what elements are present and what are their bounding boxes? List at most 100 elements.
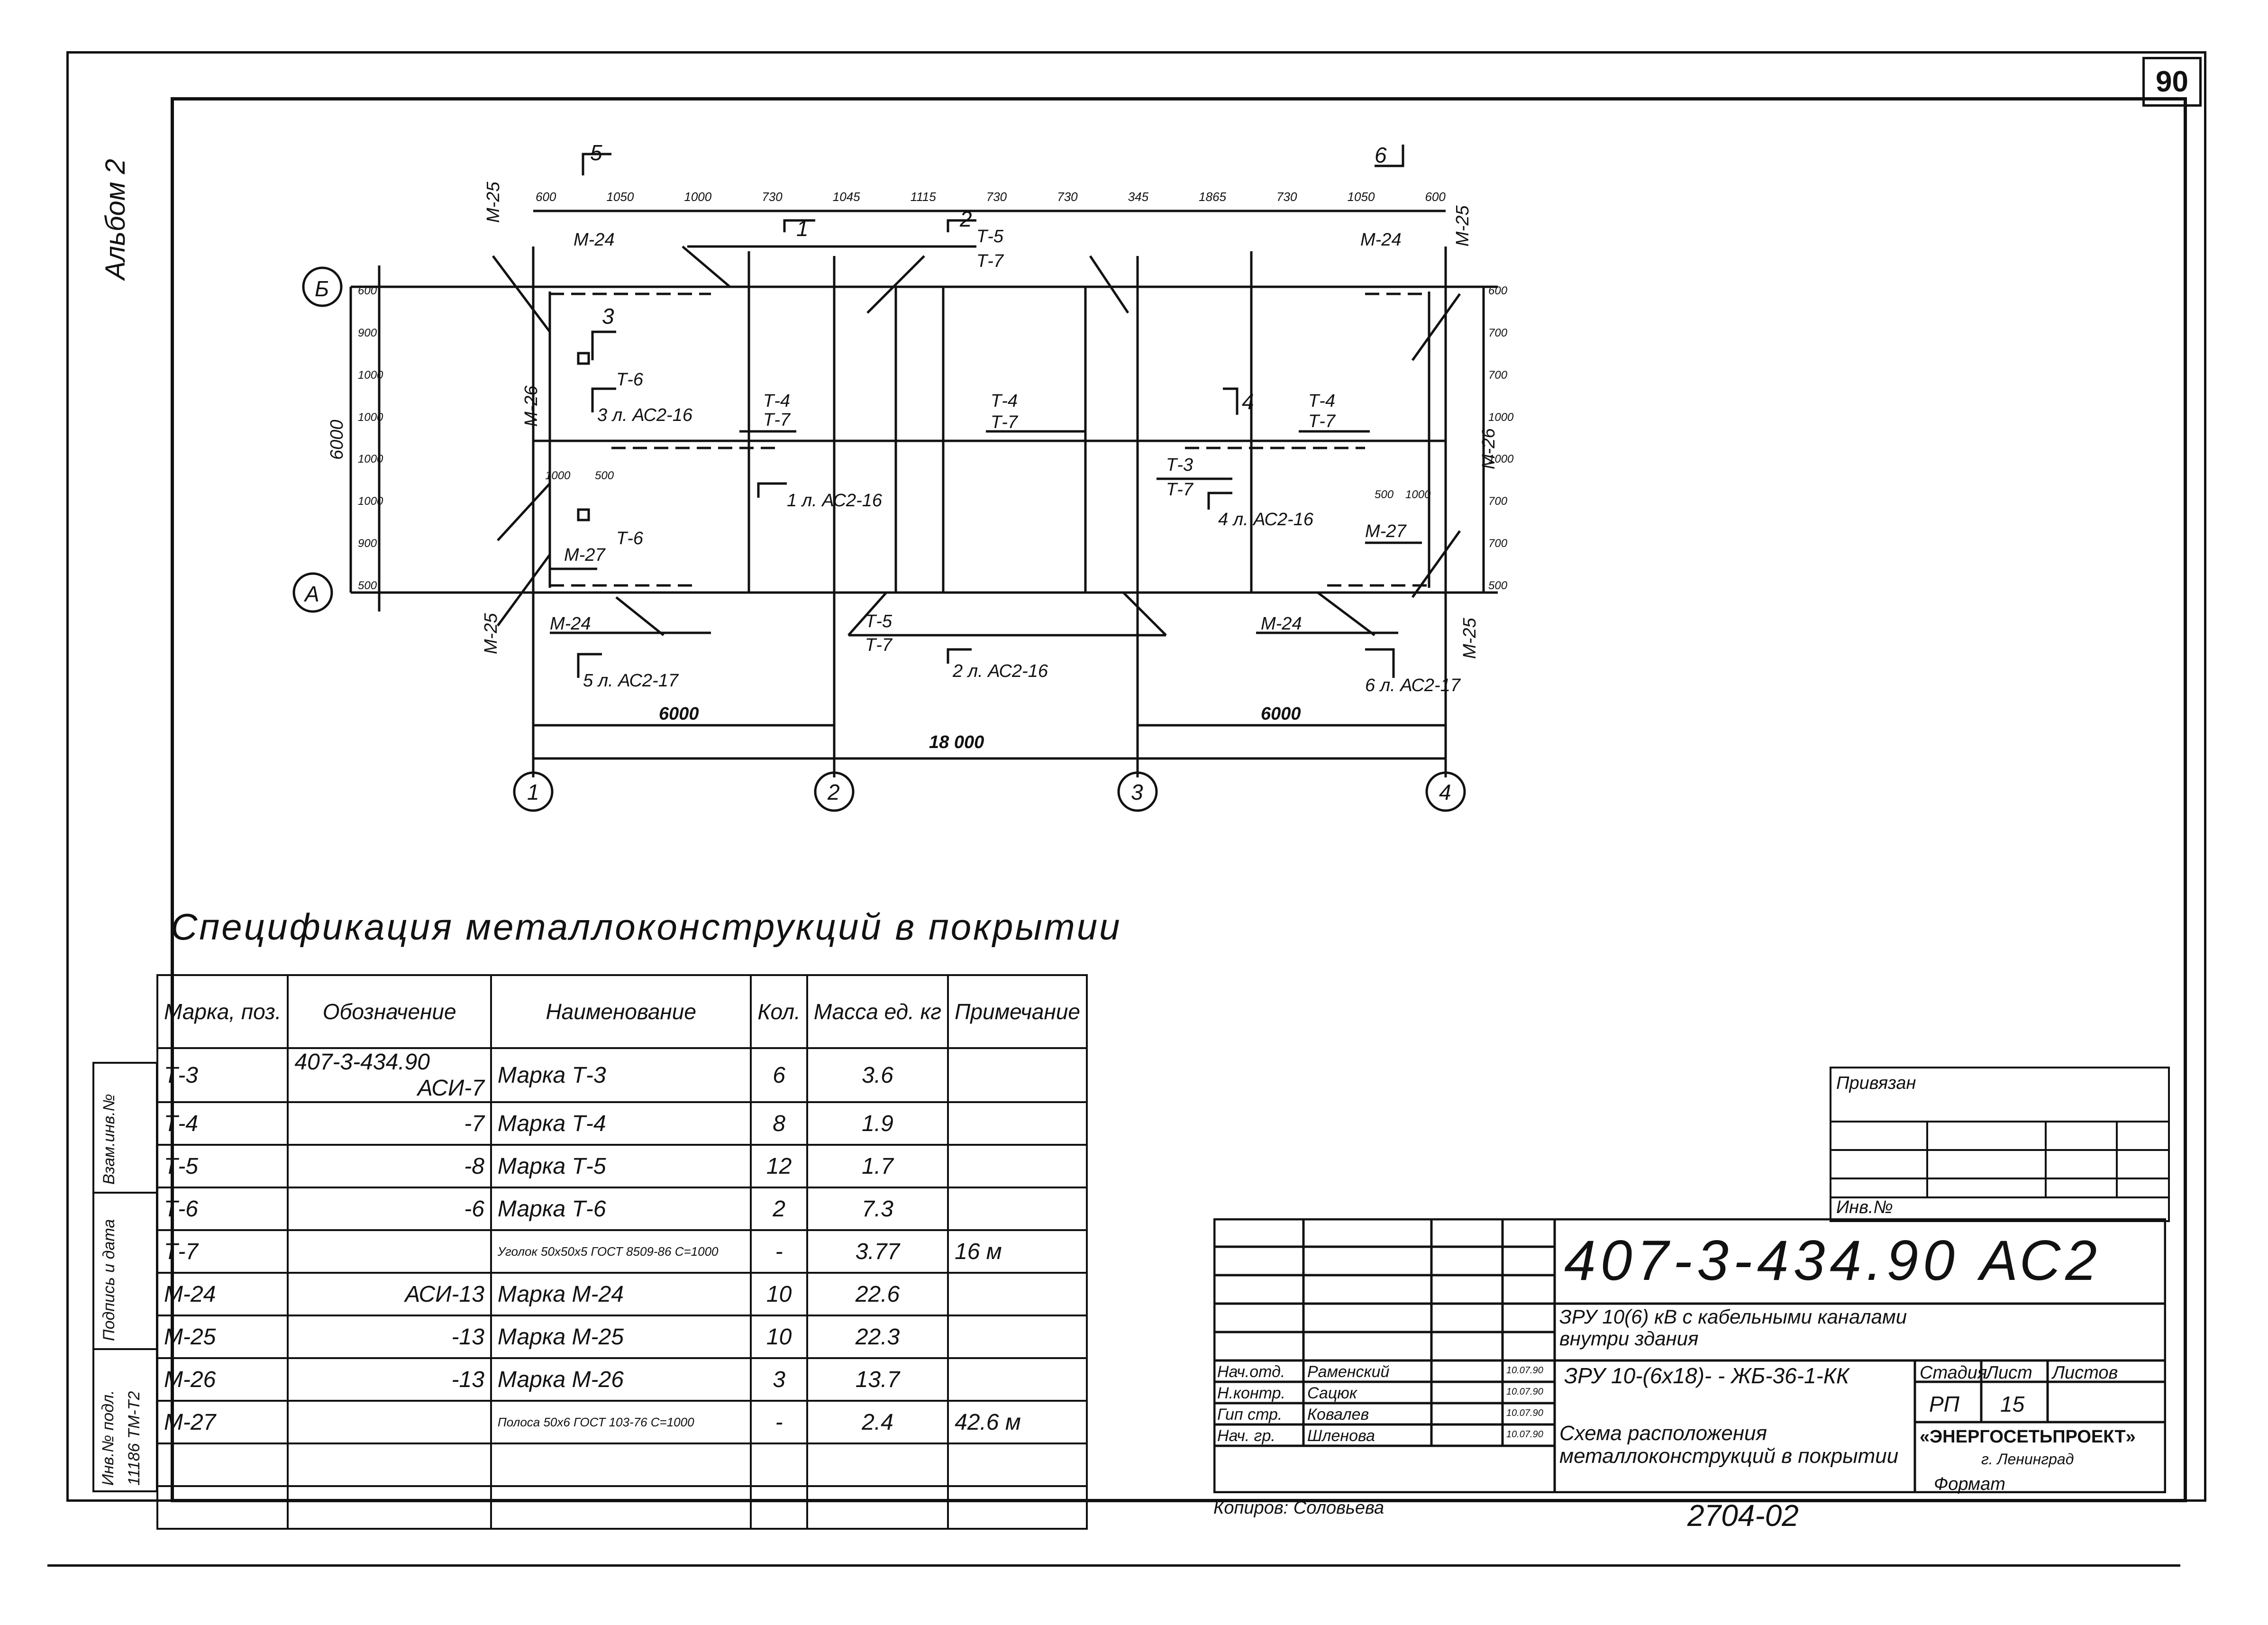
spec-qty-cell: -	[750, 1229, 808, 1274]
spec-mark-cell: М-27	[156, 1400, 289, 1444]
mark-label: М-25	[1453, 205, 1473, 246]
stamp-inv-podl: Инв.№ подл.	[99, 1390, 117, 1486]
spec-name-cell: Марка Т-5	[490, 1144, 752, 1188]
link-inv: Инв.№	[1836, 1197, 1893, 1217]
section-ref-sheet: л. АС2-16	[612, 405, 692, 425]
top-dim: 1050	[606, 190, 634, 204]
title-block-grid	[1213, 1218, 2166, 1493]
section-ref-sheet: л. АС2-16	[967, 661, 1048, 681]
top-dim: 1115	[910, 190, 936, 204]
spec-mass-cell	[806, 1485, 949, 1530]
signer-role: Нач. гр.	[1217, 1427, 1275, 1445]
spec-name-cell: Марка Т-4	[490, 1101, 752, 1146]
left-dim: 900	[358, 326, 377, 339]
spec-mass-cell: 2.4	[806, 1400, 949, 1444]
spec-qty-cell: 8	[750, 1101, 808, 1146]
signer-role: Н.контр.	[1217, 1384, 1285, 1402]
right-dim: 500	[1488, 579, 1508, 592]
archive-number: 2704-02	[1687, 1498, 1799, 1533]
mark-label: М-27	[1365, 521, 1406, 541]
top-dim: 1000	[684, 190, 712, 204]
mark-label: М-26	[521, 385, 541, 427]
signer-name: Раменский	[1307, 1363, 1390, 1381]
right-dim: 700	[1488, 326, 1508, 339]
stamp-inv-value: 11186 ТМ-Т2	[125, 1391, 143, 1486]
spec-mass-cell: 1.9	[806, 1101, 949, 1146]
top-dim: 730	[762, 190, 783, 204]
spec-qty-cell: 10	[750, 1315, 808, 1359]
sheet-value: 15	[2000, 1392, 2025, 1416]
signer-name: Сацюк	[1307, 1384, 1357, 1402]
stage-value: РП	[1929, 1392, 1960, 1416]
spec-qty-cell	[750, 1442, 808, 1487]
spec-code-cell: -13	[287, 1357, 492, 1402]
spec-code-suffix: -13	[451, 1367, 484, 1392]
spec-header-cell: Примечание	[947, 974, 1088, 1049]
dim-label: 1000	[1405, 488, 1431, 501]
spec-mass-cell: 1.7	[806, 1144, 949, 1188]
spec-mark-cell: Т-3	[156, 1047, 289, 1103]
top-dim: 600	[1425, 190, 1446, 204]
spec-header-cell: Марка, поз.	[156, 974, 289, 1049]
signer-name: Шленова	[1307, 1427, 1375, 1445]
mark-label: Т-7	[1308, 411, 1335, 431]
spec-note-cell	[947, 1442, 1088, 1487]
mark-label: Т-7	[763, 410, 790, 430]
spec-mark-cell	[156, 1485, 289, 1530]
mark-label: Т-4	[763, 391, 790, 411]
spec-mass-cell: 22.6	[806, 1272, 949, 1316]
spec-mark-cell: Т-5	[156, 1144, 289, 1188]
spec-mass-cell: 3.77	[806, 1229, 949, 1274]
mark-label: М-25	[1460, 618, 1480, 659]
doc-code: 407-3-434.90 АС2	[1564, 1229, 2102, 1292]
spec-row	[156, 1442, 1088, 1487]
spec-code-cell: АСИ-13	[287, 1272, 492, 1316]
spec-mass-cell: 22.3	[806, 1315, 949, 1359]
axis-2-label: 2	[828, 780, 840, 804]
top-dim: 600	[536, 190, 556, 204]
spec-name-cell: Марка М-25	[490, 1315, 752, 1359]
top-dim: 1050	[1347, 190, 1375, 204]
dim-right-bay: 6000	[1261, 704, 1301, 724]
spec-note-cell: 42.6 м	[947, 1400, 1088, 1444]
mark-label: М-25	[481, 613, 501, 654]
section-ref-2: 2 л. АС2-16	[953, 661, 1048, 682]
stamp-divider	[94, 1192, 156, 1194]
axis-1-label: 1	[527, 780, 539, 804]
link-privyazan: Привязан	[1836, 1073, 1916, 1093]
spec-code-cell: -8	[287, 1144, 492, 1188]
stamp-divider	[94, 1348, 156, 1350]
section-ref-sheet: л. АС2-16	[1233, 510, 1313, 529]
sheet-title: Схема расположения металлоконструкций в …	[1559, 1422, 1899, 1468]
left-dim: 600	[358, 284, 377, 297]
signer-role: Гип стр.	[1217, 1406, 1283, 1424]
mark-label: Т-7	[1166, 480, 1193, 500]
spec-header-cell: Масса ед. кг	[806, 974, 949, 1049]
left-dim: 500	[358, 579, 377, 592]
stamp-podpis: Подпись и дата	[100, 1219, 118, 1341]
spec-code-cell	[287, 1400, 492, 1444]
spec-header-row: Марка, поз. Обозначение Наименование Кол…	[156, 974, 1088, 1049]
link-block: Привязан Инв.№	[1830, 1067, 2170, 1222]
building-code: ЗРУ 10-(6х18)- - ЖБ-36-1-КК	[1564, 1363, 1849, 1388]
spec-mass-cell: 7.3	[806, 1187, 949, 1231]
spec-qty-cell: 6	[750, 1047, 808, 1103]
spec-code-suffix: АСИ-7	[417, 1076, 484, 1101]
top-dim: 1865	[1199, 190, 1227, 204]
dim-total: 18 000	[929, 732, 984, 752]
section-ref-sheet: л. АС2-17	[1380, 676, 1460, 695]
section-ref-4: 4 л. АС2-16	[1218, 510, 1313, 530]
spec-note-cell	[947, 1047, 1088, 1103]
signer-name: Ковалев	[1307, 1406, 1369, 1424]
top-dim-chain: 600 1050 1000 730 1045 1115 730 730 345 …	[536, 190, 1446, 204]
spec-name-cell	[490, 1442, 752, 1487]
spec-name-cell: Марка Т-3	[490, 1047, 752, 1103]
bottom-rule	[47, 1564, 2180, 1567]
spec-note-cell: 16 м	[947, 1229, 1088, 1274]
signer-date: 10.07.90	[1506, 1387, 1543, 1397]
spec-code-cell	[287, 1485, 492, 1530]
